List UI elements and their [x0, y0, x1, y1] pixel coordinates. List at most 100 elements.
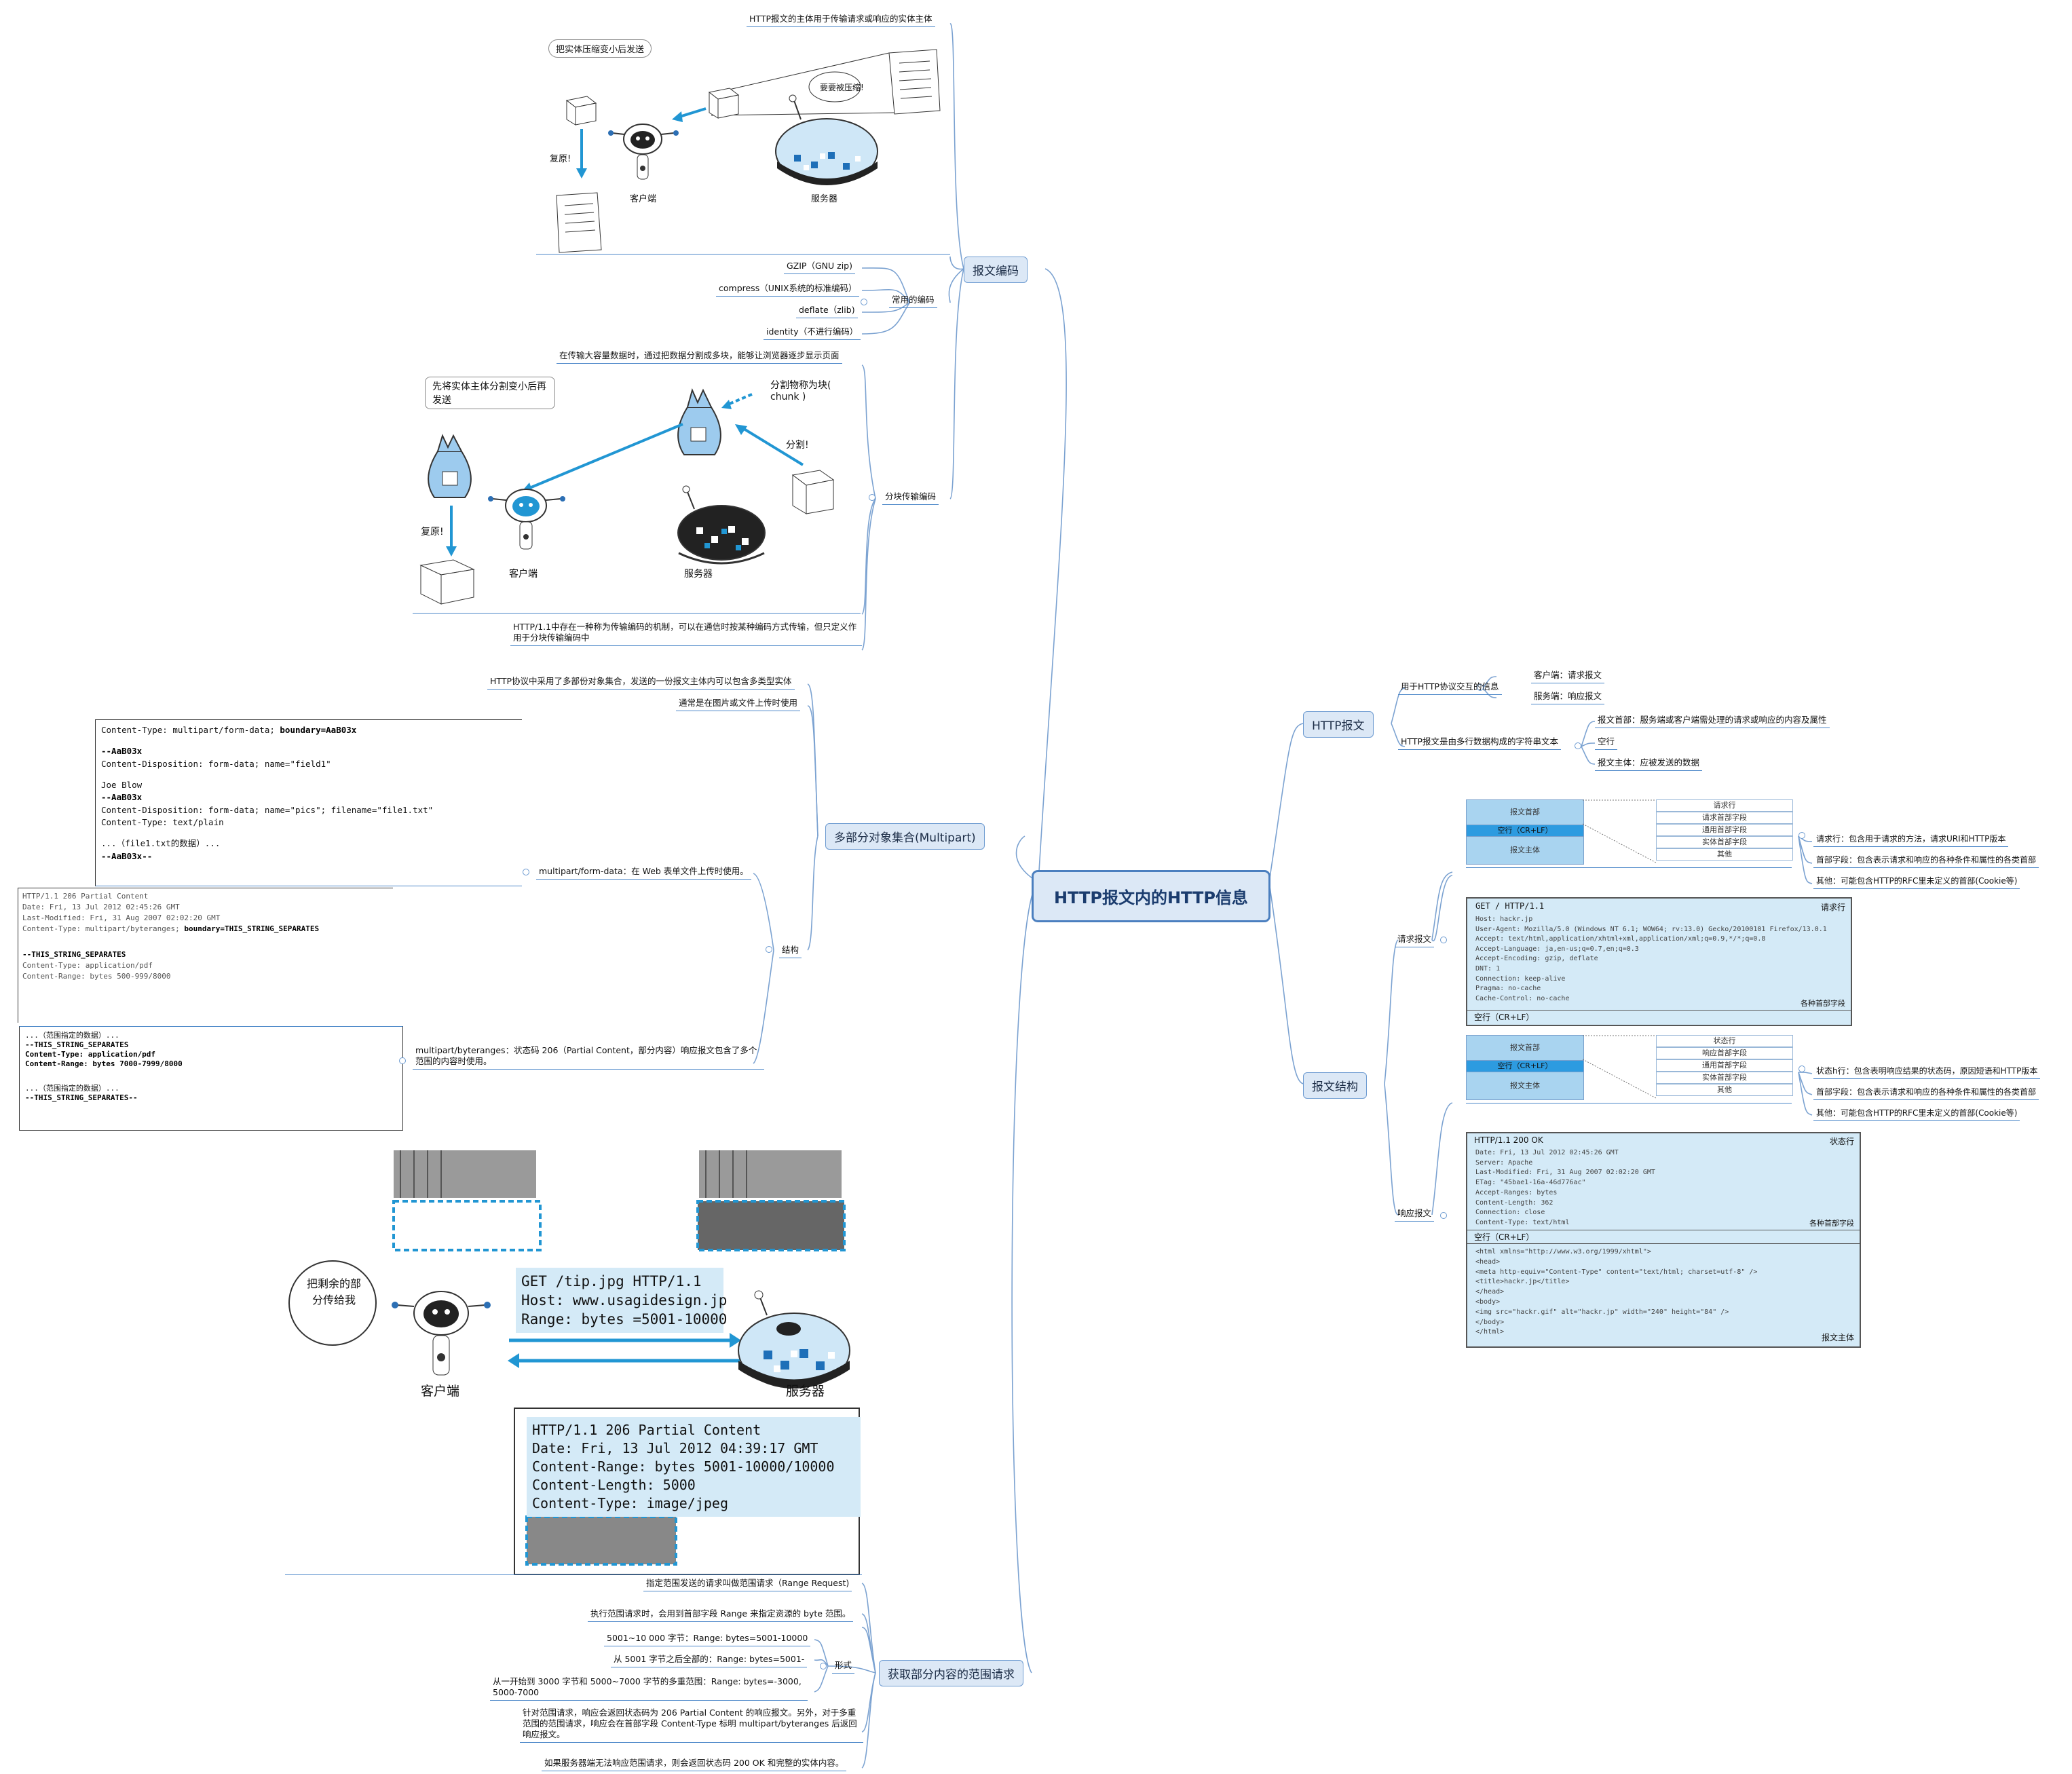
res-left-blank: 空行（CR+LF）: [1466, 1060, 1584, 1072]
response-line: Date: Fri, 13 Jul 2012 04:39:17 GMT: [532, 1440, 818, 1456]
res-body-line: <img src="hackr.gif" alt="hackr.jp" widt…: [1475, 1308, 1729, 1316]
chunk-encoding-label: 分块传输编码: [882, 491, 939, 505]
topic-multipart[interactable]: 多部分对象集合(Multipart): [825, 823, 985, 850]
byteranges-line: Content-Range: bytes 7000-7999/8000: [25, 1059, 397, 1069]
topic-encoding[interactable]: 报文编码: [964, 257, 1028, 283]
collapse-dot[interactable]: [1440, 937, 1447, 943]
byteranges-line: --THIS_STRING_SEPARATES--: [25, 1093, 397, 1103]
res-header-line: Server: Apache: [1475, 1158, 1533, 1167]
byteranges-line: ...（范围指定的数据）...: [25, 1084, 397, 1093]
req-right-4: 其他: [1656, 848, 1793, 861]
code-bold: --THIS_STRING_SEPARATES: [25, 1040, 129, 1049]
topic-http-message[interactable]: HTTP报文: [1303, 711, 1374, 738]
byteranges-line: --THIS_STRING_SEPARATES: [22, 949, 389, 960]
res-right-0: 状态行: [1656, 1035, 1793, 1047]
encoding-identity: identity（不进行编码）: [764, 326, 861, 340]
res-header-line: ETag: "45bae1-16a-46d776ac": [1475, 1179, 1586, 1187]
code-text: Content-Range: bytes 500-999/8000: [22, 972, 171, 981]
message-purpose: 用于HTTP协议交互的信息: [1398, 681, 1502, 695]
root-topic[interactable]: HTTP报文内的HTTP信息: [1032, 870, 1270, 922]
collapse-dot[interactable]: [1575, 742, 1581, 749]
dotted-guides: [1583, 1035, 1657, 1099]
restore-label: 复原!: [421, 527, 444, 537]
topic-range[interactable]: 获取部分内容的范围请求: [879, 1660, 1023, 1686]
server-label: 服务器: [811, 194, 838, 204]
collapse-dot[interactable]: [861, 299, 867, 305]
byteranges-line: Content-Type: application/pdf: [22, 960, 389, 971]
code-bold: boundary=AaB03x: [280, 725, 357, 735]
thought-bubble-text: 要要被压缩!: [820, 83, 864, 92]
multipart-usage: 通常是在图片或文件上传时使用: [676, 698, 801, 711]
res-right-4: 其他: [1656, 1084, 1793, 1096]
res-body-line: </body>: [1475, 1318, 1505, 1326]
res-header-line: Date: Fri, 13 Jul 2012 02:45:26 GMT: [1475, 1149, 1619, 1156]
topic-structure[interactable]: 报文结构: [1303, 1072, 1367, 1099]
req-header-line: DNT: 1: [1475, 964, 1501, 973]
response-line: Content-Length: 5000: [532, 1477, 696, 1493]
req-header-line: Host: hackr.jp: [1475, 916, 1533, 923]
chunk-note-label: 分割物称为块( chunk ): [770, 380, 831, 402]
res-note-2: 首部字段：包含表示请求和响应的各种条件和属性的各类首部: [1813, 1087, 2039, 1100]
request-line: Range: bytes =5001-10000: [521, 1311, 728, 1327]
res-note-3: 其他：可能包含HTTP的RFC里未定义的首部(Cookie等): [1813, 1108, 2020, 1121]
req-first-line: GET / HTTP/1.1: [1475, 901, 1545, 911]
collapse-dot[interactable]: [399, 1057, 406, 1064]
res-header-line: Content-Length: 362: [1475, 1199, 1553, 1207]
forms-label: 形式: [832, 1660, 855, 1674]
common-encodings-label: 常用的编码: [889, 295, 937, 308]
encoding-compress: compress（UNIX系统的标准编码）: [716, 283, 860, 297]
code-text: Content-Type: application/pdf: [22, 961, 153, 970]
client-label: 客户端: [509, 569, 538, 580]
byteranges-line: Content-Type: multipart/byteranges; boun…: [22, 924, 389, 935]
res-first-tag: 状态行: [1829, 1137, 1854, 1146]
dotted-guides: [1583, 799, 1657, 863]
res-fields-tag: 各种首部字段: [1809, 1219, 1854, 1228]
formdata-line: Content-Disposition: form-data; name="pi…: [101, 804, 516, 817]
req-left-body: 报文主体: [1466, 836, 1584, 865]
compression-illustration: 把实体压缩变小后发送 要要被压缩! 复原! 客户端 服务器: [536, 33, 950, 254]
multipart-intro: HTTP协议中采用了多部份对象集合，发送的一份报文主体内可以包含多类型实体: [487, 676, 795, 690]
byteranges-line: [22, 935, 389, 942]
res-right-2: 通用首部字段: [1656, 1059, 1793, 1072]
code-text: Date: Fri, 13 Jul 2012 02:45:26 GMT: [22, 903, 180, 911]
chunked-illustration: 先将实体主体分割变小后再发送 分割物称为块( chunk ) 分割!: [413, 370, 861, 614]
collapse-dot[interactable]: [1440, 1212, 1447, 1219]
code-bold: --AaB03x--: [101, 850, 153, 861]
range-item-1: 指定范围发送的请求叫做范围请求（Range Request): [643, 1578, 852, 1591]
collapse-dot[interactable]: [523, 869, 529, 875]
req-right-0: 请求行: [1656, 799, 1793, 812]
collapse-dot[interactable]: [1798, 1065, 1805, 1072]
collapse-dot[interactable]: [820, 1663, 827, 1669]
formdata-line: [101, 829, 516, 838]
restore-label: 复原!: [550, 154, 571, 164]
code-bold: --THIS_STRING_SEPARATES--: [25, 1093, 138, 1102]
range-thought: 把剩余的部分传给我: [306, 1277, 361, 1306]
collapse-dot[interactable]: [869, 494, 875, 501]
transfer-encoding-note: HTTP/1.1中存在一种称为传输编码的机制，可以在通信时按某种编码方式传输，但…: [510, 622, 862, 646]
req-note-1: 请求行：包含用于请求的方法，请求URI和HTTP版本: [1813, 833, 2009, 847]
request-line: Host: www.usagidesign.jp: [521, 1292, 728, 1308]
byteranges-line: Content-Type: application/pdf: [25, 1050, 397, 1059]
res-header-lines: Date: Fri, 13 Jul 2012 02:45:26 GMT Serve…: [1475, 1148, 1655, 1228]
req-fields-tag: 各种首部字段: [1801, 999, 1845, 1008]
collapse-dot[interactable]: [766, 946, 772, 953]
client-label: 客户端: [421, 1384, 460, 1399]
code-text: ...（范围指定的数据）...: [25, 1084, 119, 1093]
response-structure-diagram: 报文首部 空行（CR+LF） 报文主体 状态行 响应首部字段 通用首部字段 实体…: [1466, 1035, 1793, 1103]
collapse-dot[interactable]: [1798, 832, 1805, 839]
code-text: Content-Type: multipart/form-data;: [101, 725, 280, 735]
collapse-dot[interactable]: [1477, 684, 1484, 691]
chunk-bubble: 先将实体主体分割变小后再发送: [425, 377, 555, 409]
res-left-header: 报文首部: [1466, 1035, 1584, 1061]
compression-drawing: [556, 49, 941, 253]
res-right-1: 响应首部字段: [1656, 1047, 1793, 1059]
formdata-line: Content-Type: multipart/form-data; bound…: [101, 724, 516, 737]
byteranges-line: ...（范围指定的数据）...: [25, 1031, 397, 1040]
res-left-body: 报文主体: [1466, 1072, 1584, 1100]
formdata-line: ...（file1.txt的数据）...: [101, 837, 516, 850]
res-body-tag: 报文主体: [1821, 1333, 1854, 1342]
